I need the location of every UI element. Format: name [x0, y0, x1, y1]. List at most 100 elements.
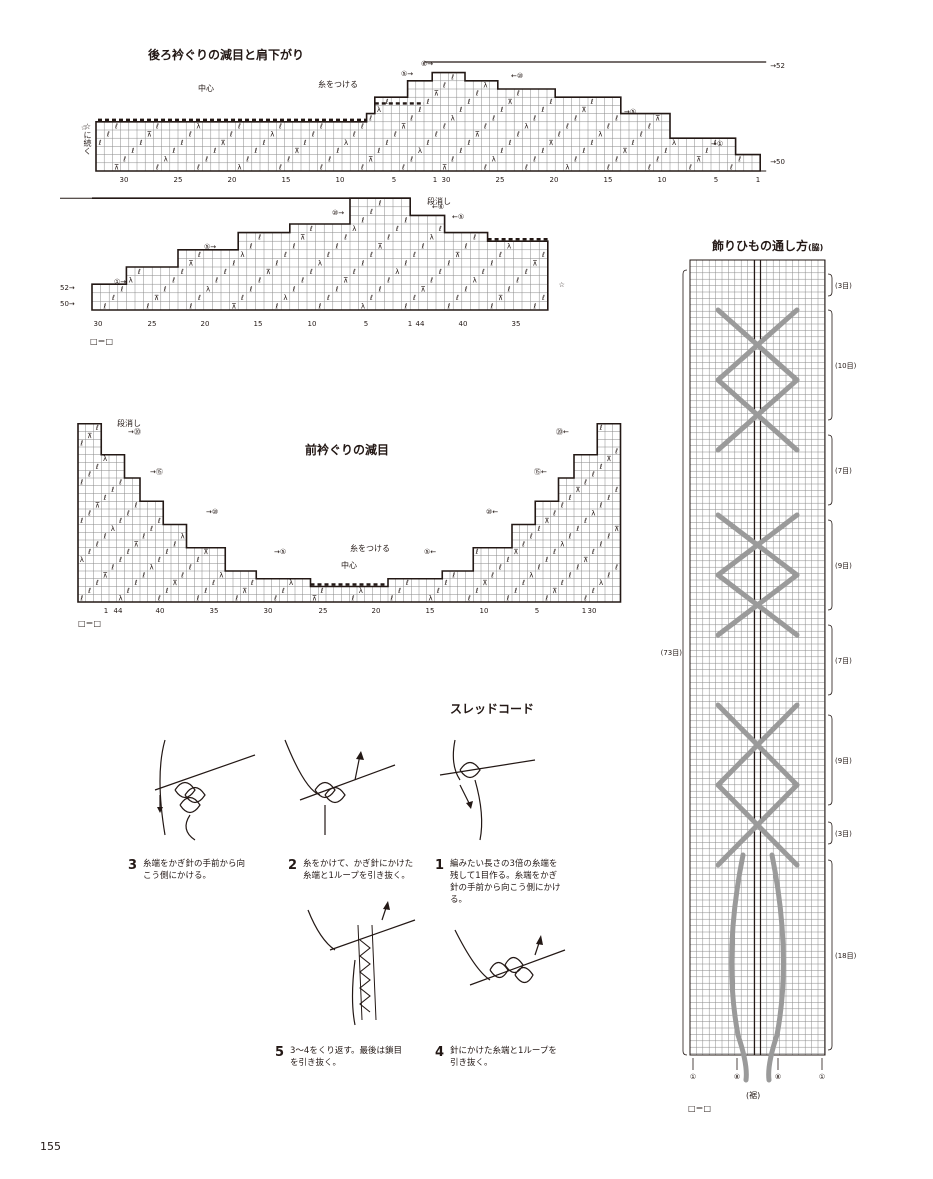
- chart-outline: [77, 422, 622, 603]
- stitch-symbol: ℓ: [389, 595, 393, 603]
- stitch-symbol: ℓ: [521, 579, 525, 587]
- legend-cord: □＝□: [688, 1103, 711, 1114]
- stitch-symbol: ℓ: [412, 294, 416, 302]
- stitch-symbol: ℓ: [180, 268, 184, 276]
- total-bracket: [682, 269, 688, 1056]
- stitch-symbol: λ: [80, 556, 84, 564]
- stitch-symbol: ℓ: [95, 424, 99, 432]
- page-number: 155: [40, 1140, 61, 1153]
- stitch-symbol: ⊼: [421, 285, 426, 293]
- stitch-symbol: ℓ: [253, 147, 257, 155]
- stitch-symbol: λ: [164, 155, 168, 163]
- stitch-symbol: ℓ: [118, 478, 122, 486]
- stitch-number-label: 1: [104, 607, 108, 615]
- stitch-symbol: ℓ: [203, 587, 207, 595]
- stitch-symbol: ℓ: [155, 164, 159, 172]
- step-2-text: 糸をかけて、かぎ針にかけた糸端と1ループを引き抜く。: [303, 859, 414, 881]
- stitch-symbol: ℓ: [575, 564, 579, 572]
- stitch-symbol: ℓ: [237, 123, 241, 131]
- stitch-symbol: ℓ: [591, 471, 595, 479]
- stitch-number-label: 20: [372, 607, 381, 615]
- section-label: (18目): [835, 952, 857, 960]
- stitch-symbol: λ: [430, 234, 434, 242]
- stitch-symbol: ℓ: [498, 251, 502, 259]
- stitch-number-label: 5: [364, 320, 368, 328]
- stitch-symbol: ℓ: [541, 294, 545, 302]
- stitch-symbol: ℓ: [549, 98, 553, 106]
- stitch-symbol: ℓ: [491, 114, 495, 122]
- row-number-label: 52→: [60, 284, 75, 292]
- step-1-number: 1: [435, 858, 445, 873]
- cord-title: 飾りひもの通し方(脇): [712, 237, 823, 254]
- stitch-symbol: ℓ: [467, 139, 471, 147]
- stitch-symbol: ℓ: [212, 147, 216, 155]
- stitch-symbol: ℓ: [311, 131, 315, 139]
- stitch-symbol: ℓ: [257, 277, 261, 285]
- row-number-label: →50: [770, 158, 785, 166]
- stitch-symbol: ℓ: [599, 502, 603, 510]
- section-label: (7目): [835, 657, 852, 665]
- stitch-symbol: ℓ: [560, 502, 564, 510]
- section-label: (10目): [835, 362, 857, 370]
- stitch-symbol: λ: [111, 525, 115, 533]
- stitch-symbol: ℓ: [286, 155, 290, 163]
- stitch-number-label: 40: [459, 320, 468, 328]
- stitch-symbol: ℓ: [196, 595, 200, 603]
- stitch-symbol: ℓ: [639, 131, 643, 139]
- step-3-text: 糸端をかぎ針の手前から向こう側にかける。: [143, 859, 246, 881]
- stitch-symbol: ℓ: [395, 225, 399, 233]
- stitch-number-label: 1: [408, 320, 412, 328]
- stitch-symbol: ℓ: [157, 556, 161, 564]
- back-neck-chart: ℓℓ⊼ℓℓℓℓ⊼ℓℓλℓℓℓℓλℓℓ⊼ℓλℓℓℓℓλℓℓℓ⊼ℓℓℓℓℓℓλℓℓℓ…: [81, 60, 785, 184]
- stitch-symbol: ℓ: [137, 268, 141, 276]
- stitch-symbol: ℓ: [204, 155, 208, 163]
- stitch-symbol: ℓ: [614, 447, 618, 455]
- chart-frame: [689, 259, 826, 1056]
- stitch-symbol: ℓ: [141, 533, 145, 541]
- stitch-symbol: ℓ: [403, 303, 407, 311]
- stitch-symbol: ⊼: [103, 571, 108, 579]
- cord-end: [729, 852, 749, 1083]
- stitch-symbol: ℓ: [513, 587, 517, 595]
- stitch-symbol: λ: [344, 139, 348, 147]
- stitch-symbol: ℓ: [188, 131, 192, 139]
- stitch-symbol: ℓ: [405, 579, 409, 587]
- section-bracket: [827, 714, 833, 806]
- stitch-symbol: ℓ: [403, 217, 407, 225]
- stitch-symbol: ℓ: [688, 164, 692, 172]
- stitch-symbol: ℓ: [223, 268, 227, 276]
- cord-segment: [715, 512, 800, 578]
- grid-lines: [77, 423, 621, 603]
- stitch-number-label: 1: [582, 607, 586, 615]
- stitch-symbol: ℓ: [426, 98, 430, 106]
- stitch-symbol: ℓ: [274, 260, 278, 268]
- stitch-symbol: ℓ: [541, 251, 545, 259]
- stitch-symbol: ⊼: [231, 303, 236, 311]
- stitch-symbol: ℓ: [421, 242, 425, 250]
- stitch-symbol: ⊼: [549, 139, 554, 147]
- stitch-symbol: ℓ: [438, 225, 442, 233]
- stitch-symbol: ⊼: [242, 587, 247, 595]
- step-2-illustration: [284, 739, 396, 835]
- stitch-symbol: ⊼: [343, 277, 348, 285]
- stitch-symbol: ℓ: [490, 571, 494, 579]
- stitch-symbol: ℓ: [591, 587, 595, 595]
- section-label: (3目): [835, 282, 852, 290]
- stitch-symbol: ℓ: [704, 147, 708, 155]
- stitch-symbol: ℓ: [568, 533, 572, 541]
- stitch-symbol: ⊼: [614, 525, 619, 533]
- stitch-symbol: ℓ: [737, 155, 741, 163]
- stitch-symbol: ℓ: [278, 164, 282, 172]
- stitch-symbol: ℓ: [249, 285, 253, 293]
- stitch-number-label: 35: [512, 320, 521, 328]
- stitch-symbol: ℓ: [506, 595, 510, 603]
- stitch-symbol: ⊼: [482, 579, 487, 587]
- stitch-symbol: λ: [598, 131, 602, 139]
- stitch-symbol: ℓ: [360, 123, 364, 131]
- stitch-symbol: ℓ: [498, 564, 502, 572]
- front-neck-chart: ℓλℓℓℓℓℓℓℓ⊼ℓℓ⊼ℓℓ⊼ℓℓλℓλℓλℓℓℓℓℓℓℓ⊼ℓℓℓλℓℓℓℓℓ…: [77, 422, 622, 615]
- row-number-label: ←⑤: [452, 213, 464, 221]
- stitch-symbol: ℓ: [475, 90, 479, 98]
- stitch-symbol: ⊼: [95, 502, 100, 510]
- stitch-symbol: ℓ: [467, 98, 471, 106]
